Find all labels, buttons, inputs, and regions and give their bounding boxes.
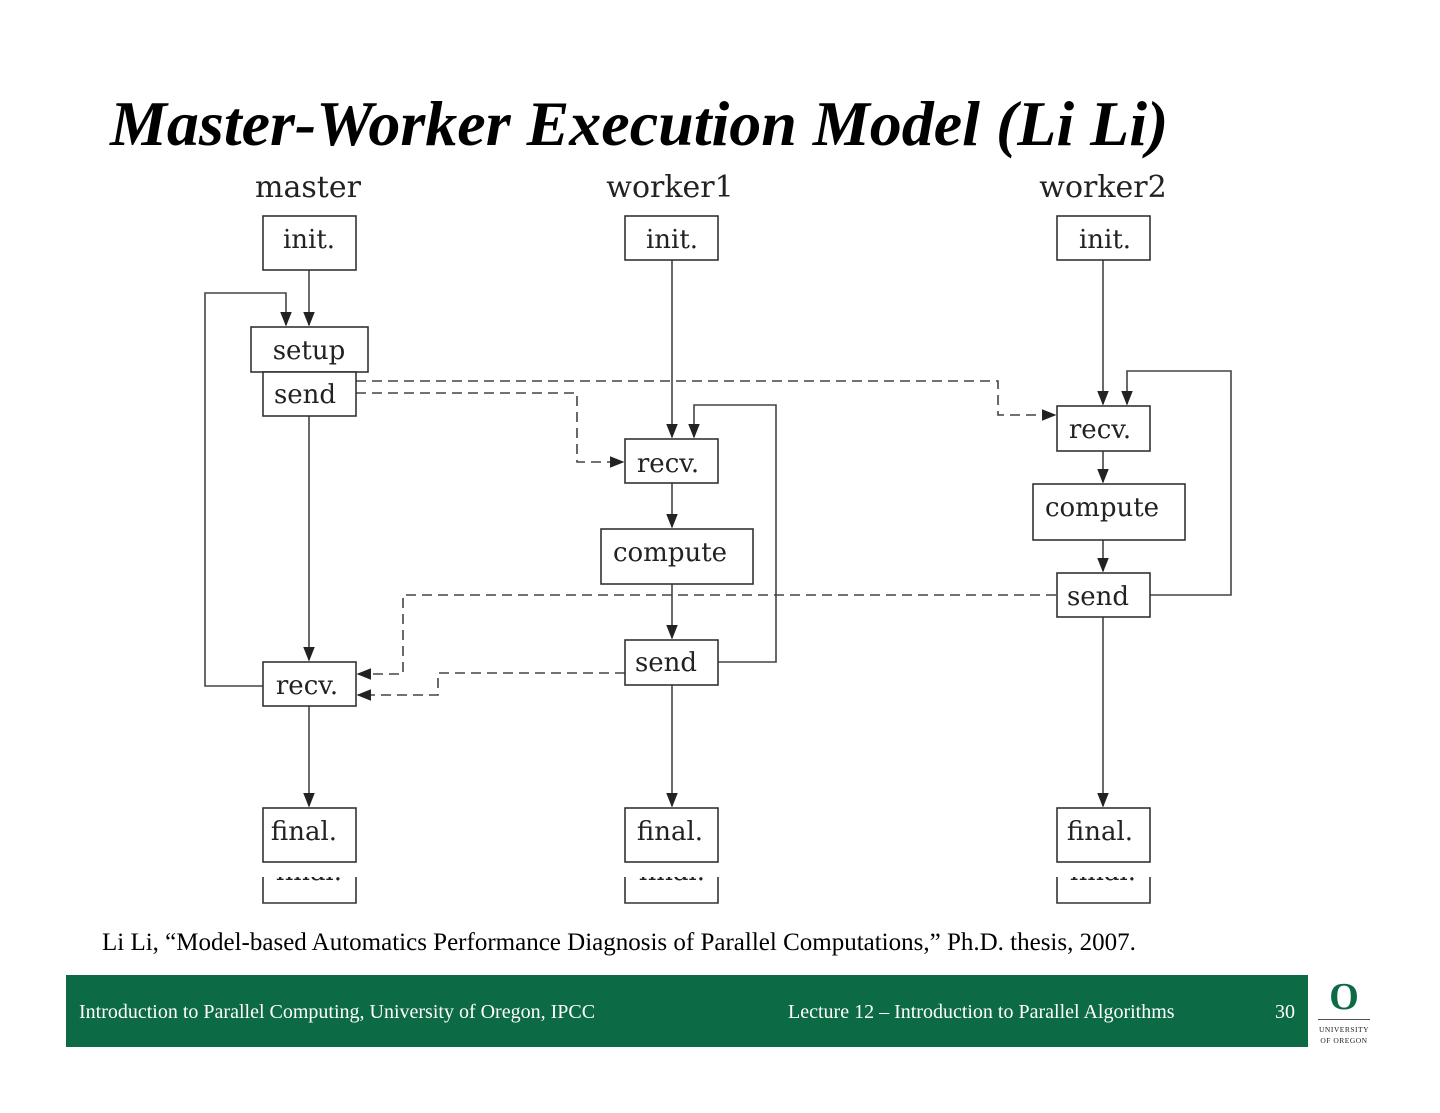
svg-text:init.: init. [1079, 225, 1131, 255]
node-worker1-recv: recv. [624, 438, 719, 484]
edge-master-recv-loop [204, 292, 292, 687]
msg-master-to-worker1 [356, 392, 625, 468]
svg-text:recv.: recv. [276, 671, 338, 701]
svg-text:recv.: recv. [637, 449, 699, 479]
logo-divider [1318, 1019, 1370, 1020]
msg-worker2-to-master [356, 594, 1056, 680]
svg-text:recv.: recv. [1069, 415, 1131, 445]
edge-worker1-send-loop [688, 404, 777, 663]
node-worker2-init: init. [1056, 215, 1151, 261]
svg-text:init.: init. [646, 225, 698, 255]
node-master-send: send [262, 371, 357, 417]
edge-worker2-send-loop [1121, 370, 1232, 596]
page-number: 30 [1275, 1001, 1295, 1023]
node-worker1-compute: compute [600, 528, 754, 585]
node-worker2-compute: compute [1032, 483, 1186, 541]
svg-text:send: send [274, 380, 336, 410]
node-worker1-final: final. [624, 807, 719, 863]
final-shadow-boxes: final. final. final. [240, 857, 1200, 904]
svg-text:init.: init. [283, 225, 335, 255]
msg-worker1-to-master [356, 672, 625, 701]
node-worker2-recv: recv. [1056, 405, 1151, 452]
node-master-recv: recv. [262, 661, 357, 707]
citation: Li Li, “Model-based Automatics Performan… [102, 929, 1136, 956]
msg-master-to-worker2 [356, 380, 1057, 421]
footer-course: Introduction to Parallel Computing, Univ… [79, 1001, 596, 1023]
node-worker2-final: final. [1056, 807, 1151, 863]
solid-edges [204, 260, 1232, 808]
svg-text:setup: setup [273, 336, 346, 366]
slide-title: Master-Worker Execution Model (Li Li) [110, 88, 1169, 159]
svg-text:send: send [1067, 582, 1129, 612]
svg-text:final.: final. [1067, 817, 1133, 847]
node-master-setup: setup [250, 326, 369, 373]
node-worker2-send: send [1056, 572, 1151, 618]
oregon-o-icon: O [1329, 976, 1359, 1018]
node-worker1-init: init. [624, 215, 719, 261]
footer-bar: Introduction to Parallel Computing, Univ… [66, 975, 1308, 1047]
node-master-init: init. [262, 215, 357, 271]
dashed-edges [356, 380, 1057, 701]
svg-text:final.: final. [271, 817, 337, 847]
node-worker1-send: send [624, 639, 719, 686]
svg-text:compute: compute [1045, 493, 1159, 523]
column-label-master: master [255, 170, 362, 205]
svg-text:final.: final. [637, 817, 703, 847]
logo-line-2: OF OREGON [1320, 1036, 1368, 1045]
svg-text:compute: compute [613, 538, 727, 568]
column-label-worker2: worker2 [1039, 170, 1166, 205]
nodes: init. setup send recv. final. init. recv… [250, 215, 1186, 863]
university-logo: O UNIVERSITY OF OREGON [1314, 978, 1374, 1048]
node-master-final: final. [262, 807, 357, 863]
column-label-worker1: worker1 [606, 170, 733, 205]
footer-lecture: Lecture 12 – Introduction to Parallel Al… [788, 1001, 1175, 1023]
logo-line-1: UNIVERSITY [1319, 1025, 1369, 1034]
svg-text:send: send [635, 648, 697, 678]
